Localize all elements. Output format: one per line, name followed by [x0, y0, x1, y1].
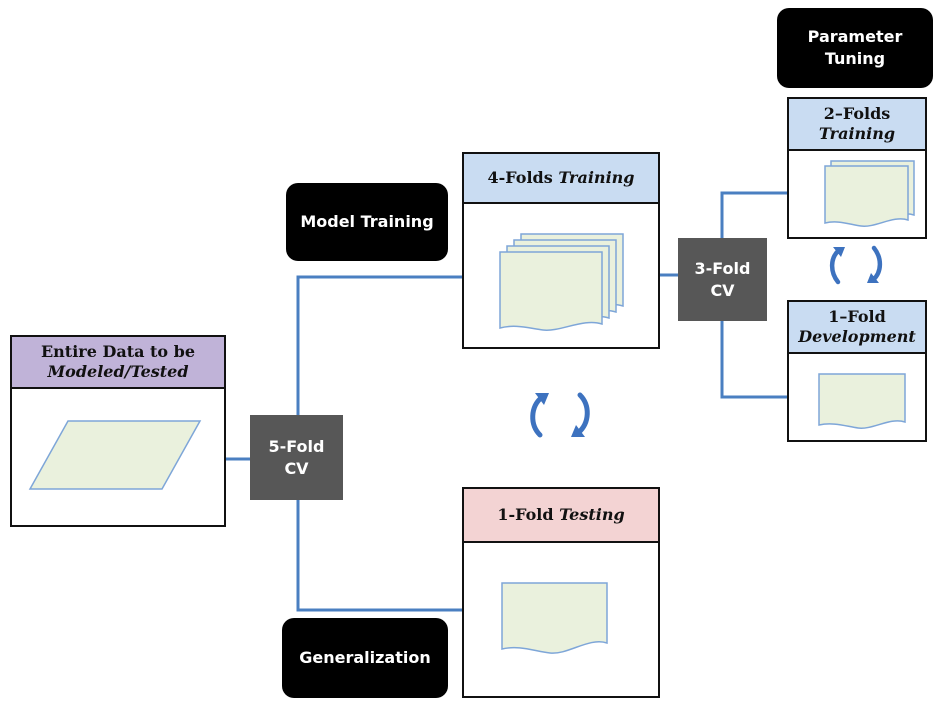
cycle-arrows-icon — [530, 392, 590, 438]
document-stack-icon — [824, 160, 915, 227]
one-fold-testing-header: 1-Fold Testing — [464, 489, 658, 543]
connector-cv5-to-test1 — [296, 500, 462, 612]
cycle-arrows-icon — [829, 245, 883, 285]
one-fold-testing-title: 1-Fold Testing — [497, 505, 625, 524]
entire-data-title-1: Entire Data to be — [40, 342, 196, 361]
parameter-tuning-text-2: Tuning — [824, 49, 886, 68]
connector-cv5-to-train4 — [296, 275, 462, 415]
three-fold-cv-box: 3-Fold CV — [678, 238, 767, 321]
four-folds-training-card: 4-Folds Training — [462, 152, 660, 349]
one-fold-development-card: 1–Fold Development — [787, 300, 927, 442]
generalization-label: Generalization — [282, 618, 448, 698]
parameter-tuning-text-1: Parameter — [807, 26, 903, 46]
four-folds-training-title: 4-Folds Training — [487, 168, 635, 187]
one-fold-testing-card: 1-Fold Testing — [462, 487, 660, 698]
two-folds-training-card: 2–Folds Training — [787, 97, 927, 239]
three-fold-cv-text-1: 3-Fold — [694, 258, 751, 278]
entire-data-card: Entire Data to be Modeled/Tested — [10, 335, 226, 527]
parameter-tuning-label: Parameter Tuning — [777, 8, 933, 88]
five-fold-cv-text-2: CV — [284, 458, 309, 478]
entire-data-title-2: Modeled/Tested — [47, 362, 189, 381]
connector-cv3-to-dev1 — [720, 321, 787, 399]
model-training-label: Model Training — [286, 183, 448, 261]
four-folds-training-header: 4-Folds Training — [464, 154, 658, 204]
connector-cv3-to-train2 — [720, 191, 787, 238]
five-fold-cv-box: 5-Fold CV — [250, 415, 343, 500]
five-fold-cv-text-1: 5-Fold — [268, 436, 325, 456]
two-folds-training-title-2: Training — [818, 124, 896, 143]
parallelogram-dataset-icon — [28, 420, 202, 490]
three-fold-cv-text-2: CV — [710, 280, 735, 300]
two-folds-training-header: 2–Folds Training — [789, 99, 925, 151]
generalization-text: Generalization — [299, 647, 431, 667]
document-icon — [818, 373, 906, 429]
two-folds-training-title-1: 2–Folds — [823, 104, 891, 123]
one-fold-development-title-1: 1–Fold — [828, 307, 886, 326]
entire-data-header: Entire Data to be Modeled/Tested — [12, 337, 224, 389]
document-stack-icon — [499, 233, 624, 331]
document-icon — [501, 582, 608, 654]
one-fold-development-header: 1–Fold Development — [789, 302, 925, 354]
model-training-text: Model Training — [300, 211, 434, 231]
one-fold-development-title-2: Development — [798, 327, 916, 346]
